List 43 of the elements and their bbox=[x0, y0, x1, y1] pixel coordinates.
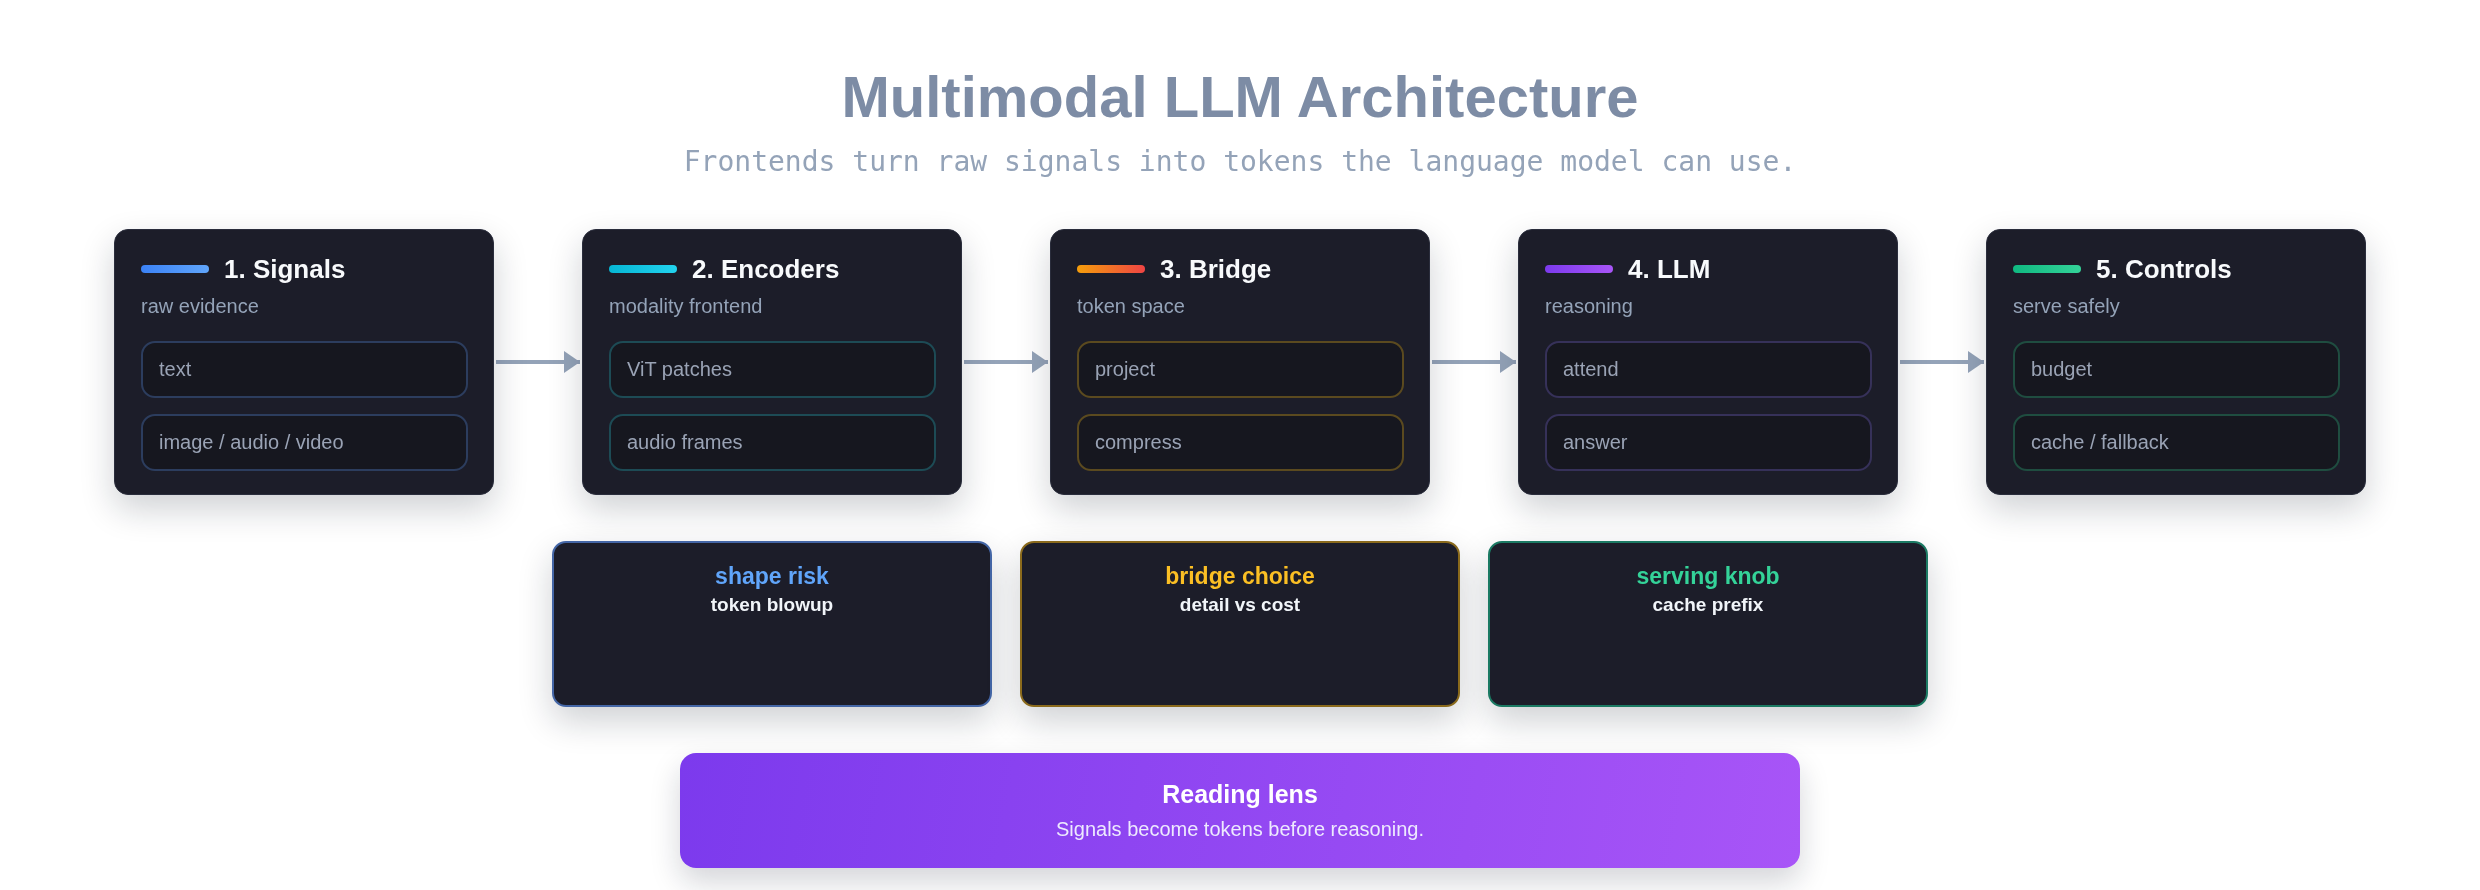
stage-card bbox=[582, 229, 962, 495]
summary-banner bbox=[680, 753, 1800, 868]
component-chip: cache / fallback bbox=[2013, 414, 2340, 471]
component-chip: answer bbox=[1545, 414, 1872, 471]
stage-subtitle: token space bbox=[1077, 294, 1185, 318]
component-chip: audio frames bbox=[609, 414, 936, 471]
arrow bbox=[1432, 351, 1516, 373]
component-chip: project bbox=[1077, 341, 1404, 398]
stage-title: 1. Signals bbox=[224, 254, 346, 284]
stage-title: 4. LLM bbox=[1628, 254, 1711, 284]
note-card bbox=[552, 541, 992, 707]
note-card bbox=[1020, 541, 1460, 707]
subtitle: Frontends turn raw signals into tokens the language model can use. bbox=[683, 145, 1797, 179]
note-heading: serving knob bbox=[1636, 563, 1780, 589]
component-chip: attend bbox=[1545, 341, 1872, 398]
stage-card bbox=[1986, 229, 2366, 495]
component-chip: compress bbox=[1077, 414, 1404, 471]
arrow bbox=[964, 351, 1048, 373]
stage-title: 5. Controls bbox=[2096, 254, 2232, 284]
diagram-title: Multimodal LLM Architecture bbox=[841, 66, 1639, 128]
arrow bbox=[1900, 351, 1984, 373]
component-chip: image / audio / video bbox=[141, 414, 468, 471]
banner-title: Reading lens bbox=[1162, 780, 1318, 808]
stage-subtitle: serve safely bbox=[2013, 294, 2120, 318]
stage-title: 3. Bridge bbox=[1160, 254, 1272, 284]
note-heading: shape risk bbox=[715, 563, 829, 589]
stage-subtitle: reasoning bbox=[1545, 294, 1633, 318]
stage-subtitle: raw evidence bbox=[141, 294, 259, 318]
note-body: token blowup bbox=[710, 593, 834, 617]
component-chip: ViT patches bbox=[609, 341, 936, 398]
note-heading: bridge choice bbox=[1165, 563, 1315, 589]
banner-text: Signals become tokens before reasoning. bbox=[1056, 817, 1424, 841]
stage-subtitle: modality frontend bbox=[609, 294, 763, 318]
stage-card bbox=[1050, 229, 1430, 495]
stage-card bbox=[114, 229, 494, 495]
arrow bbox=[496, 351, 580, 373]
component-chip: text bbox=[141, 341, 468, 398]
note-card bbox=[1488, 541, 1928, 707]
stage-card bbox=[1518, 229, 1898, 495]
stage-title: 2. Encoders bbox=[692, 254, 840, 284]
component-chip: budget bbox=[2013, 341, 2340, 398]
note-body: detail vs cost bbox=[1179, 593, 1301, 617]
note-body: cache prefix bbox=[1652, 593, 1764, 617]
